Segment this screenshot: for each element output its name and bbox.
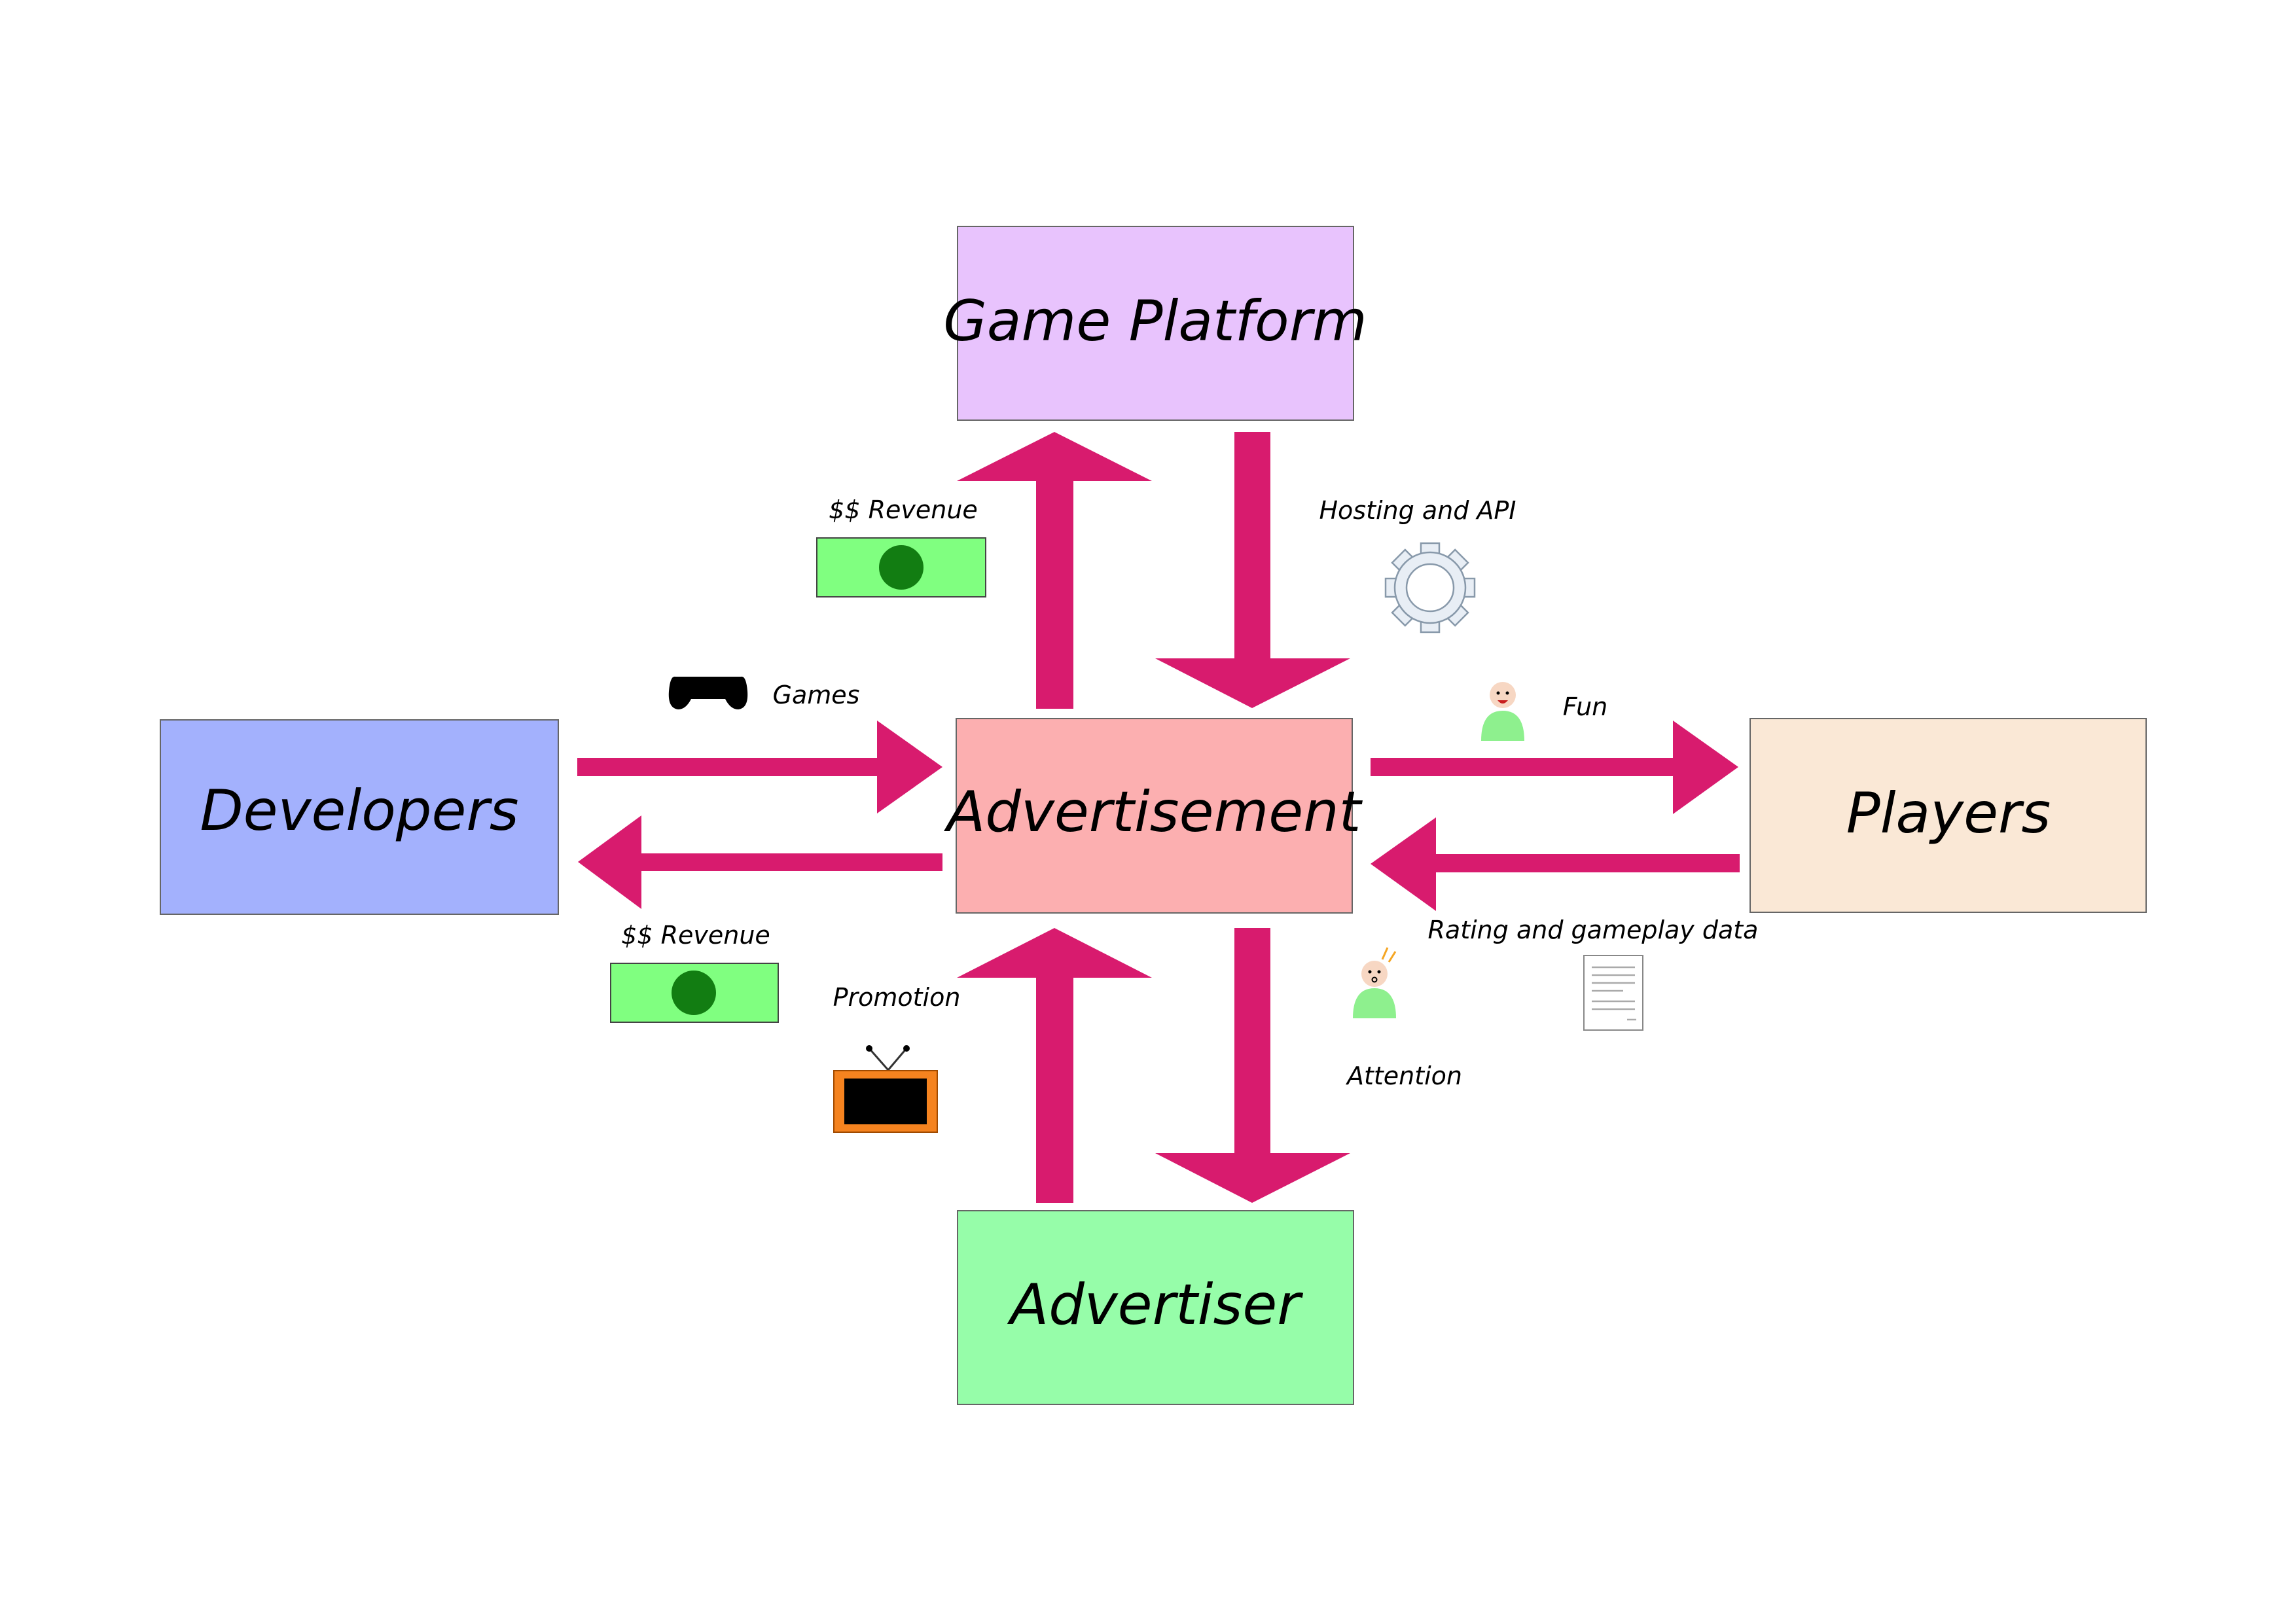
arrow-attention-to-advertiser (1155, 928, 1350, 1203)
revenue-to-platform-label: $$ Revenue (829, 495, 978, 524)
node-advertisement: Advertisement (944, 718, 1363, 914)
promotion-label: Promotion (833, 983, 961, 1012)
arrow-hosting-to-advertisement (1155, 432, 1350, 708)
arrow-revenue-to-platform (957, 432, 1152, 709)
node-advertiser: Advertiser (957, 1210, 1354, 1405)
revenue-to-developers-label: $$ Revenue (621, 921, 770, 950)
arrow-fun-to-players (1371, 721, 1738, 814)
node-developers: Developers (160, 719, 559, 915)
arrow-promotion-to-advertisement (957, 928, 1152, 1203)
attention-label: Attention (1345, 1061, 1462, 1090)
happy-player-icon (1481, 682, 1524, 741)
gamepad-icon (668, 676, 748, 709)
advertisement-label: Advertisement (944, 779, 1363, 845)
rating-label: Rating and gameplay data (1428, 916, 1759, 944)
developers-box (160, 719, 559, 915)
games-label: Games (773, 681, 860, 709)
advertiser-label: Advertiser (1007, 1272, 1303, 1338)
node-game-platform: Game Platform (943, 226, 1367, 421)
arrow-games-to-advertisement (577, 721, 942, 813)
players-label: Players (1846, 781, 2051, 846)
node-players: Players (1749, 718, 2147, 913)
advertiser-box (957, 1210, 1354, 1405)
game-platform-label: Game Platform (943, 289, 1367, 354)
players-box (1749, 718, 2147, 913)
fun-label: Fun (1563, 692, 1608, 721)
money-icon (816, 537, 986, 597)
money-icon (610, 963, 779, 1023)
document-icon (1583, 955, 1643, 1031)
attentive-player-icon (1353, 947, 1397, 1018)
arrow-rating-to-advertisement (1371, 817, 1740, 911)
gear-icon (1384, 542, 1476, 633)
game-platform-box (957, 226, 1354, 421)
arrow-revenue-to-developers (578, 815, 942, 909)
tv-icon (833, 1045, 938, 1133)
developers-label: Developers (200, 778, 518, 844)
advertisement-box (956, 718, 1353, 914)
hosting-label: Hosting and API (1319, 496, 1516, 525)
